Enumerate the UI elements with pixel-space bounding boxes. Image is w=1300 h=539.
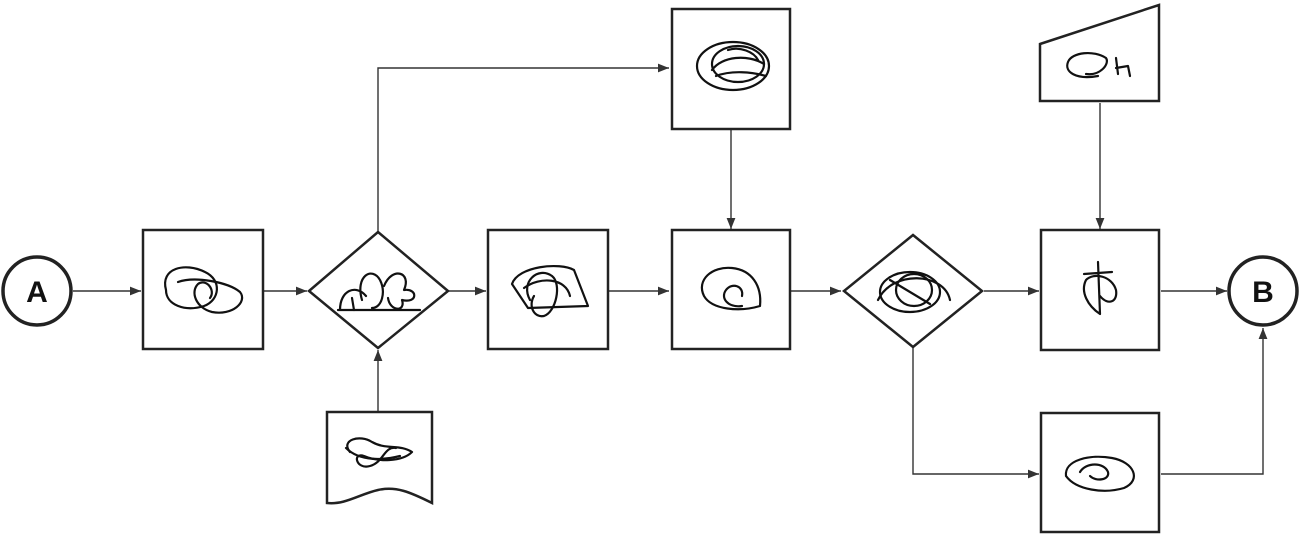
- edge-decision2-to-process5: [912, 348, 1039, 479]
- scribble-icon: [876, 270, 952, 314]
- scribble-icon: [695, 40, 771, 92]
- scribble-icon: [1064, 455, 1135, 492]
- start-terminal: A: [1, 255, 73, 327]
- scribble-icon: [1082, 260, 1118, 316]
- process-box-2: [486, 228, 610, 351]
- edge-process5-to-b: [1161, 328, 1268, 475]
- end-label: B: [1252, 276, 1274, 309]
- scribble-icon: [510, 264, 590, 318]
- process-box-top: [670, 7, 792, 131]
- end-terminal: B: [1227, 255, 1299, 327]
- scribble-icon: [344, 437, 414, 468]
- process-box-4: [1039, 228, 1161, 352]
- manual-input-trapezoid: [1038, 3, 1161, 103]
- process-box-1: [141, 228, 265, 351]
- scribble-icon: [164, 266, 244, 314]
- process-box-3: [670, 228, 792, 351]
- start-label: A: [26, 276, 48, 309]
- decision-diamond-1: [307, 230, 450, 350]
- process-box-5: [1039, 411, 1161, 534]
- scribble-icon: [1066, 52, 1132, 79]
- connectors: [73, 63, 1268, 479]
- scribble-icon: [336, 272, 422, 312]
- edge-decision1-to-top-process: [377, 63, 669, 232]
- document-input: [325, 410, 434, 506]
- decision-diamond-2: [842, 233, 984, 349]
- scribble-icon: [700, 266, 762, 311]
